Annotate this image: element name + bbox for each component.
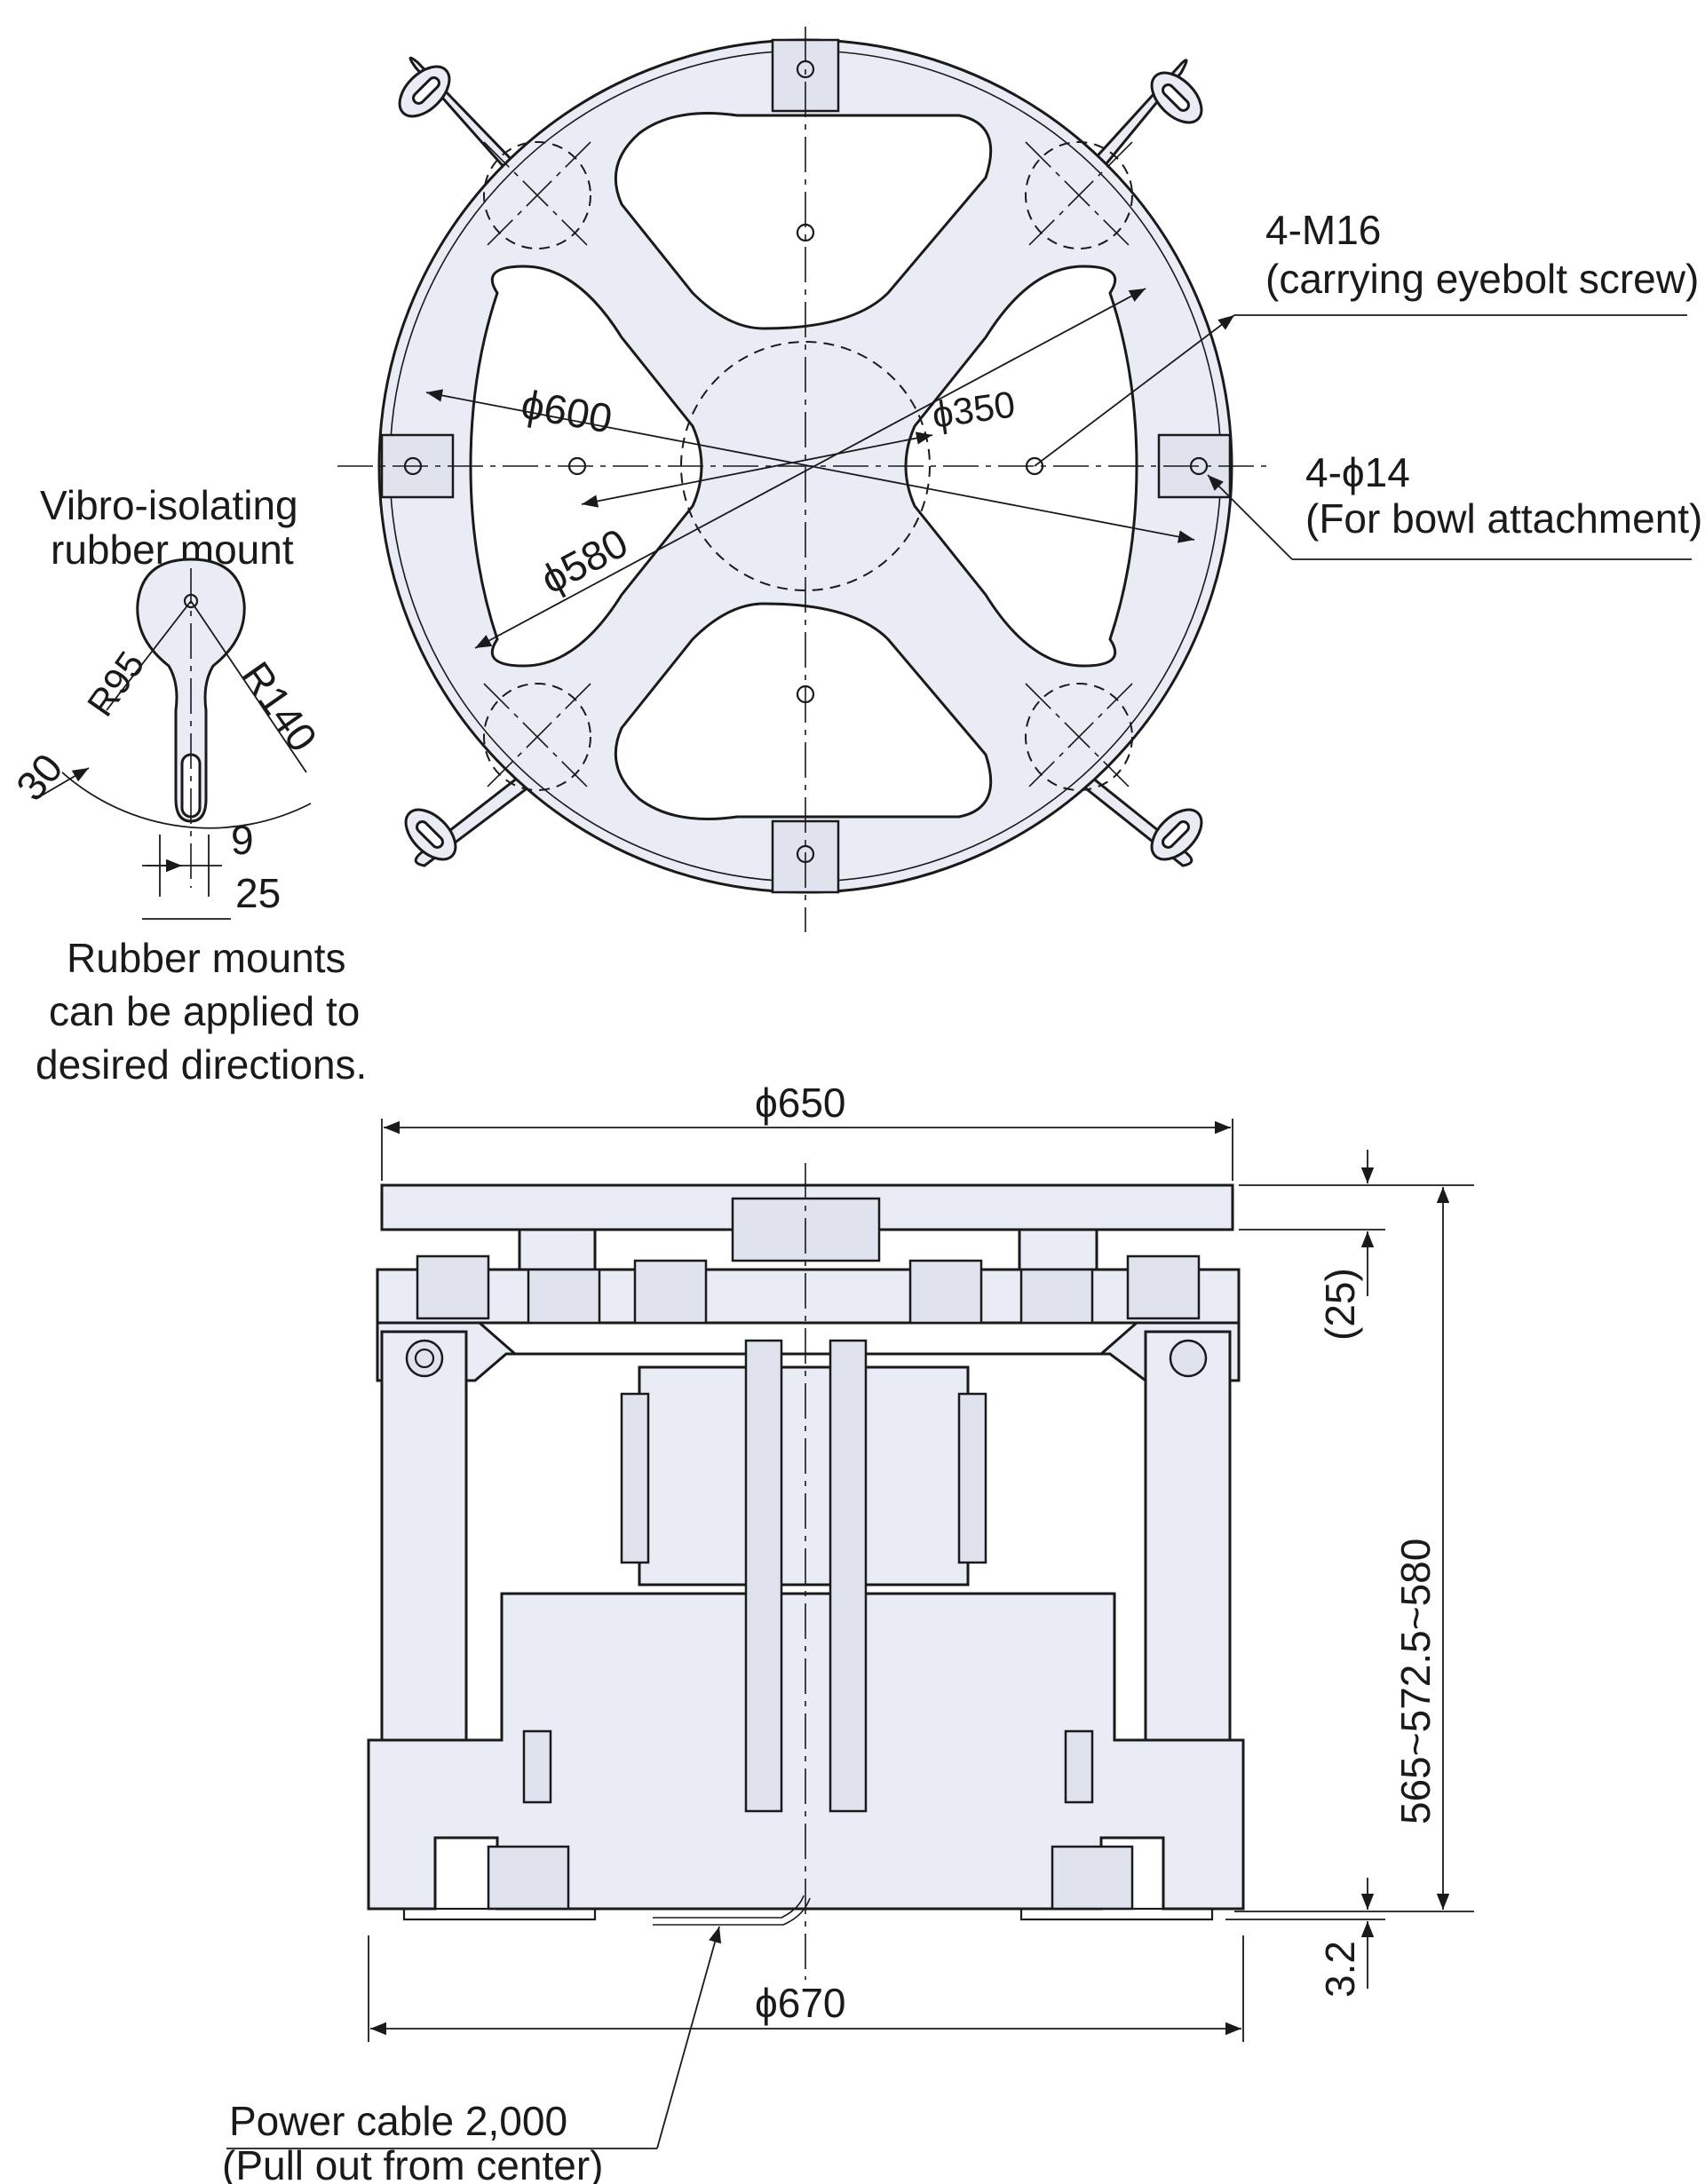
d3-2-label: 3.2 xyxy=(1317,1941,1363,1998)
rubber-line2: can be applied to xyxy=(49,988,360,1034)
r140-label: R140 xyxy=(233,653,327,760)
m16-desc: (carrying eyebolt screw) xyxy=(1265,256,1699,302)
rubber-line3: desired directions. xyxy=(36,1041,367,1088)
phi670-label: ϕ670 xyxy=(755,1980,846,2026)
d30-label: 30 xyxy=(7,745,72,810)
m16-title: 4-M16 xyxy=(1265,207,1381,253)
d9-label: 9 xyxy=(231,817,254,863)
vibro-line1: Vibro-isolating xyxy=(40,482,298,528)
d25-paren-label: (25) xyxy=(1317,1268,1363,1341)
rubber-mount-detail: Vibro-isolating rubber mount R95 R140 30… xyxy=(7,482,367,1088)
side-view: ϕ650 xyxy=(222,1080,1474,2184)
hole14-desc: (For bowl attachment) xyxy=(1305,495,1702,542)
cable-line1: Power cable 2,000 xyxy=(229,2098,567,2144)
rubber-line1: Rubber mounts xyxy=(67,935,346,981)
hole14-title: 4-ϕ14 xyxy=(1305,449,1410,495)
corner-mount-circles xyxy=(483,141,1133,791)
r95-label: R95 xyxy=(79,644,153,724)
cable-line2: (Pull out from center) xyxy=(222,2142,603,2184)
phi650-label: ϕ650 xyxy=(755,1080,846,1126)
height-range-label: 565~572.5~580 xyxy=(1392,1539,1439,1824)
top-view: ϕ600 ϕ580 ϕ350 4-M16 (carrying eyebolt s… xyxy=(337,27,1702,932)
upper-bolts xyxy=(416,1254,1201,1325)
d25-label: 25 xyxy=(235,870,281,916)
rubber-mount-arms xyxy=(398,56,1203,867)
